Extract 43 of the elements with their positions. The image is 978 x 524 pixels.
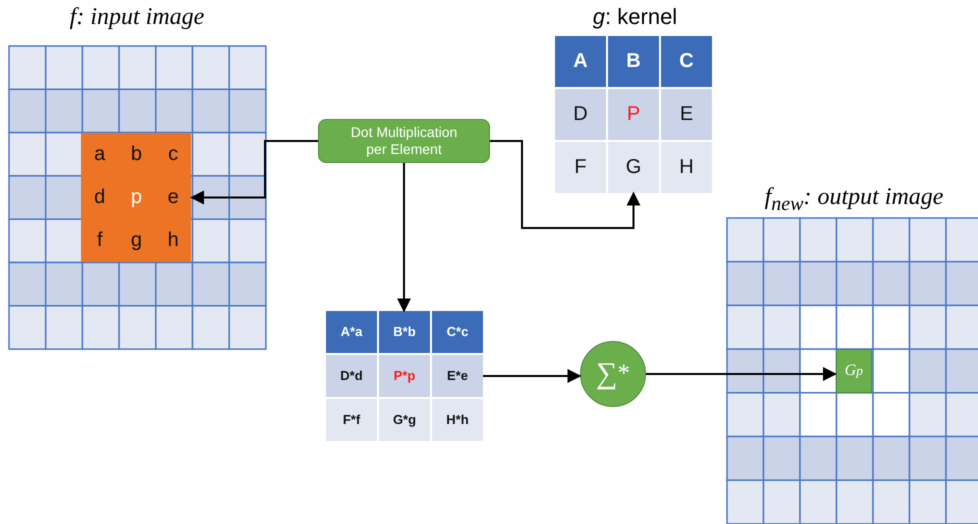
product-cell: B*b [379, 311, 430, 353]
arrow [490, 140, 640, 229]
node-label: c [168, 142, 178, 165]
kernel-cell: H [661, 142, 712, 193]
kernel-cell: G [608, 142, 659, 193]
process-box: Dot Multiplication per Element [318, 119, 490, 163]
product-cell: G*g [379, 399, 430, 441]
image-title: f$_{new}$: output image [764, 184, 944, 216]
product-cell: H*h [432, 399, 483, 441]
kernel-cell: E [661, 89, 712, 140]
product-cell: E*e [432, 355, 483, 397]
arrow [397, 163, 411, 312]
pixel-cell: a [81, 132, 118, 176]
node-label: f [96, 229, 103, 252]
arrow [190, 140, 318, 204]
image-title: f: input image [68, 4, 206, 31]
node-label: a [94, 142, 106, 165]
kernel-cell: A [555, 36, 606, 87]
node-label: e [168, 186, 179, 208]
node-label: g [130, 229, 142, 252]
kernel-cell: P [608, 89, 659, 140]
arrow [483, 369, 582, 383]
kernel-title: g: kernel [592, 4, 678, 30]
node-label: h [168, 229, 179, 252]
product-cell: D*d [326, 355, 377, 397]
product-cell: A*a [326, 311, 377, 353]
pixel-cell: e [154, 176, 192, 220]
product-cell: C*c [432, 311, 483, 353]
kernel-cell: F [555, 142, 606, 193]
kernel-cell: D [555, 89, 606, 140]
pixel-cell: h [154, 219, 192, 262]
pixel-cell: f [81, 219, 118, 262]
arrow [646, 367, 837, 381]
pixel-cell: c [154, 132, 192, 176]
pixel-cell: g [118, 219, 155, 262]
kernel-cell: C [661, 36, 712, 87]
product-cell: F*f [326, 399, 377, 441]
product-cell: P*p [379, 355, 430, 397]
node-label: d [94, 186, 106, 208]
pixel-cell: p [118, 176, 155, 220]
pixel-cell: d [81, 176, 118, 220]
kernel-cell: B [608, 36, 659, 87]
node-label: p [130, 186, 142, 208]
